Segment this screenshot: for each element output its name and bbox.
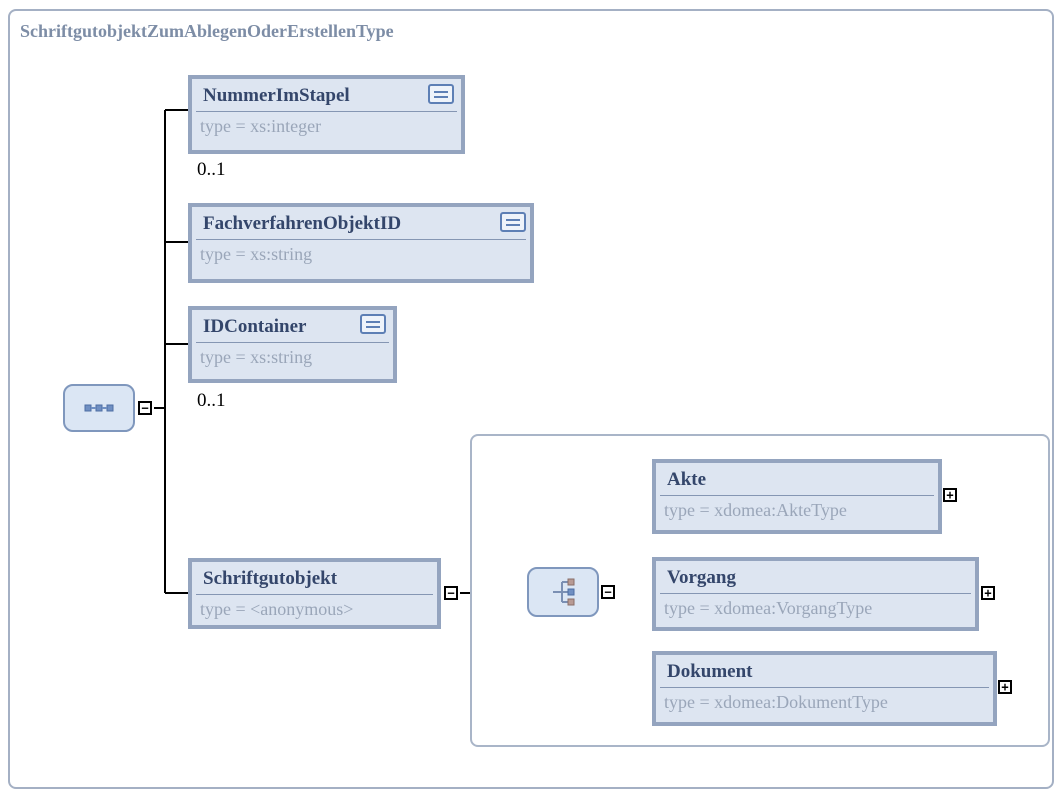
vorgang-expand-toggle[interactable]: +	[981, 586, 995, 600]
element-name: Schriftgutobjekt	[203, 568, 338, 589]
occurrence-label: 0..1	[197, 390, 226, 411]
choice-icon	[553, 578, 575, 606]
divider	[196, 111, 457, 112]
divider	[660, 593, 971, 594]
element-name: Vorgang	[667, 567, 736, 588]
sequence-compositor[interactable]	[63, 384, 135, 432]
element-name: Akte	[667, 469, 707, 490]
element-dokument[interactable]: Dokument type = xdomea:DokumentType	[652, 651, 997, 726]
element-type: type = xdomea:AkteType	[664, 500, 847, 520]
dokument-expand-toggle[interactable]: +	[998, 680, 1012, 694]
sequence-collapse-toggle[interactable]: −	[138, 401, 152, 415]
element-akte[interactable]: Akte type = xdomea:AkteType	[652, 459, 942, 534]
sequence-icon	[84, 404, 114, 412]
divider	[660, 687, 989, 688]
element-fachverfahren-objekt-id[interactable]: FachverfahrenObjektID type = xs:string	[188, 203, 534, 283]
element-name: NummerImStapel	[203, 85, 350, 106]
element-type: type = xs:integer	[200, 116, 322, 136]
element-name: IDContainer	[203, 316, 307, 337]
element-type: type = xdomea:VorgangType	[664, 598, 873, 618]
akte-expand-toggle[interactable]: +	[943, 488, 957, 502]
element-type: type = <anonymous>	[200, 599, 354, 619]
element-vorgang[interactable]: Vorgang type = xdomea:VorgangType	[652, 557, 979, 631]
element-id-container[interactable]: IDContainer type = xs:string	[188, 306, 397, 383]
occurrence-label: 0..1	[197, 159, 226, 180]
divider	[196, 342, 389, 343]
choice-collapse-toggle[interactable]: −	[601, 585, 615, 599]
element-type: type = xdomea:DokumentType	[664, 692, 888, 712]
documentation-icon[interactable]	[500, 212, 526, 232]
element-type: type = xs:string	[200, 347, 313, 367]
documentation-icon[interactable]	[428, 84, 454, 104]
element-name: Dokument	[667, 661, 753, 682]
choice-compositor[interactable]	[527, 567, 599, 617]
divider	[196, 594, 433, 595]
element-type: type = xs:string	[200, 244, 313, 264]
element-nummer-im-stapel[interactable]: NummerImStapel type = xs:integer	[188, 75, 465, 154]
element-schriftgutobjekt[interactable]: Schriftgutobjekt type = <anonymous>	[188, 558, 441, 629]
divider	[660, 495, 934, 496]
complex-type-title: SchriftgutobjektZumAblegenOderErstellenT…	[20, 21, 394, 41]
element-name: FachverfahrenObjektID	[203, 213, 402, 234]
divider	[196, 239, 526, 240]
documentation-icon[interactable]	[360, 314, 386, 334]
schriftgutobjekt-collapse-toggle[interactable]: −	[444, 586, 458, 600]
